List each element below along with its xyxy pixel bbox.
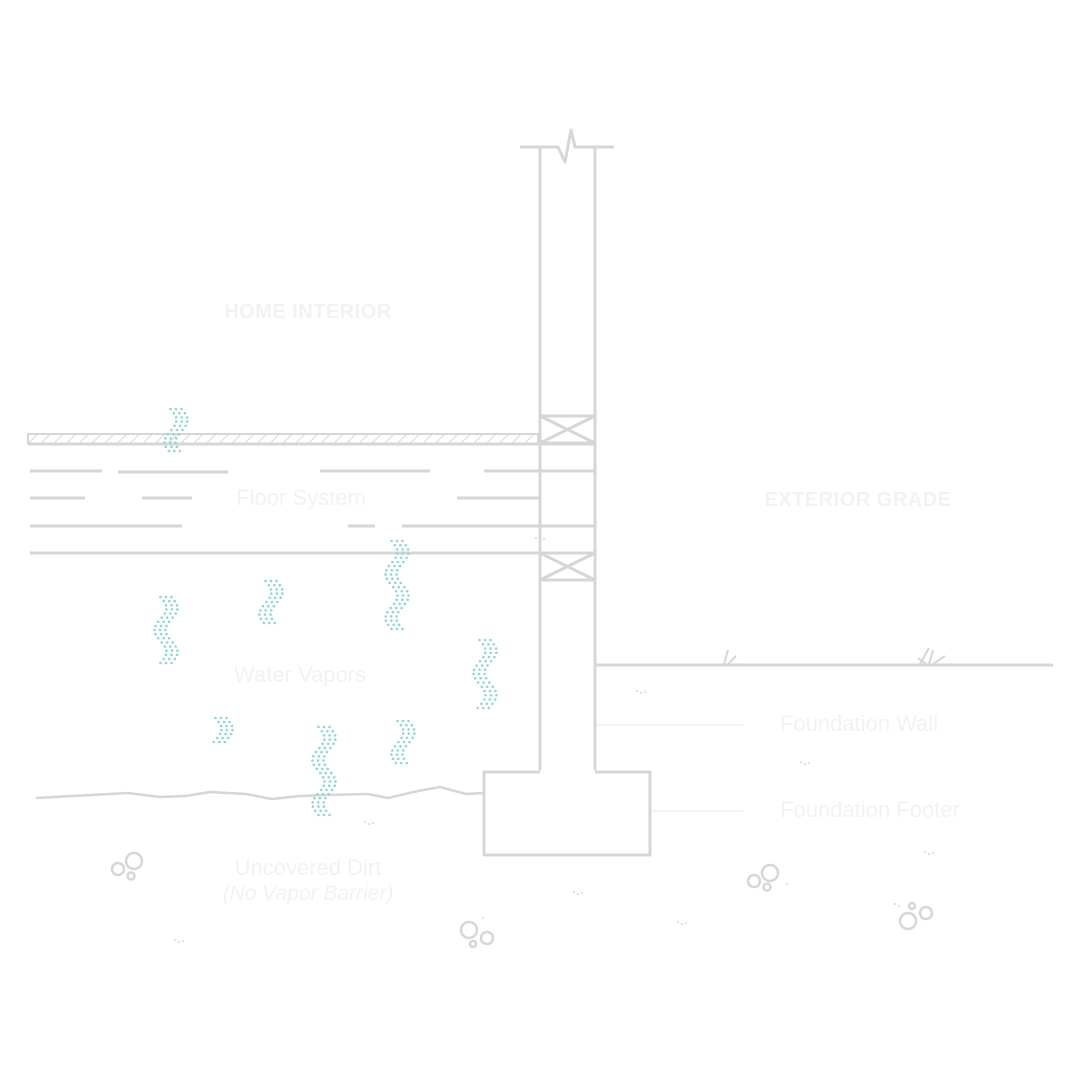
rock-cluster-icon [898, 901, 934, 931]
floor-system-joists [28, 442, 595, 555]
grass-tuft-icon [723, 647, 946, 665]
soil-speckles [174, 537, 934, 943]
vapor-wave-icon [384, 539, 410, 631]
vapor-wave-icon [153, 595, 179, 665]
vapor-wave-icon [258, 579, 284, 625]
home-interior-label: HOME INTERIOR [224, 301, 392, 323]
sill-block-bottom [538, 551, 597, 582]
rock-cluster-icon [459, 920, 495, 949]
foundation-footer-label: Foundation Footer [780, 797, 960, 822]
water-vapors-label: Water Vapors [233, 662, 367, 687]
uncovered-dirt-note: (No Vapor Barrier) [222, 882, 394, 906]
rock-cluster-icon [110, 851, 144, 881]
wall-stud [520, 128, 614, 772]
vapor-wave-icon [311, 725, 337, 817]
leader-lines [597, 724, 743, 812]
uncovered-dirt-title: Uncovered Dirt [234, 855, 382, 880]
sill-block-top [538, 414, 597, 445]
foundation-footer [482, 770, 652, 857]
vapor-wave-icon [390, 719, 416, 765]
vapor-wave-icon [472, 638, 498, 710]
foundation-wall-label: Foundation Wall [779, 711, 939, 736]
dirt-ground-line [35, 785, 485, 801]
water-vapors [153, 407, 498, 817]
exterior-grade-label: EXTERIOR GRADE [764, 489, 952, 511]
uncovered-dirt-label: Uncovered Dirt (No Vapor Barrier) [188, 855, 428, 907]
vapor-wave-icon [163, 407, 189, 453]
rock-cluster-icon [746, 863, 780, 892]
floor-system-label: Floor System [236, 485, 366, 510]
vapor-wave-icon [212, 716, 234, 744]
break-line-icon [520, 128, 614, 164]
